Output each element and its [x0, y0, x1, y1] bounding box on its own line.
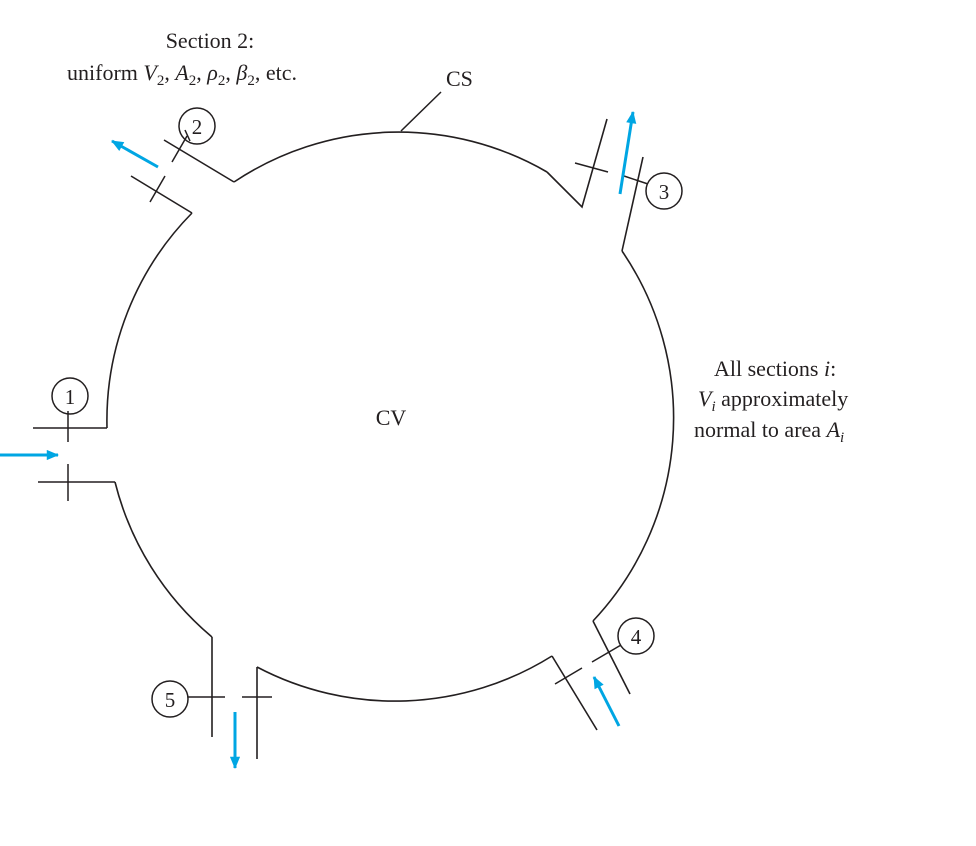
- port-3-right-wall: [621, 156, 644, 252]
- section-2-mark-lower: [149, 175, 166, 203]
- port-4-left-wall: [551, 655, 598, 731]
- section-2-properties: uniform V2, A2, ρ2, β2, etc.: [67, 60, 297, 89]
- flow-arrow-section-2: [111, 139, 159, 169]
- section-2-leader: [184, 129, 191, 142]
- section-3-circle: [645, 172, 683, 210]
- section-1-circle: [51, 377, 89, 415]
- cs-leader-line: [400, 91, 442, 132]
- all-sections-title: All sections i:: [714, 356, 836, 381]
- cs-arc-3-to-4: [592, 250, 675, 622]
- port-2-lower-wall: [130, 175, 193, 214]
- section-1-number: 1: [65, 385, 76, 409]
- section-2-number: 2: [192, 115, 203, 139]
- cs-arc-4-to-5: [256, 655, 553, 702]
- section-4-mark-left: [554, 667, 583, 685]
- section-4-mark-right: [591, 644, 622, 663]
- port-2-upper-wall: [163, 139, 235, 183]
- cs-arc-5-to-1: [114, 481, 213, 638]
- section-4-circle: [617, 617, 655, 655]
- cv-label: CV: [376, 405, 407, 430]
- port-3-left-wall: [546, 118, 608, 209]
- flow-arrow-section-3: [618, 110, 637, 195]
- control-surface: [33, 118, 675, 759]
- section-2-circle: [178, 107, 216, 145]
- section-2-mark-upper: [171, 135, 188, 163]
- section-4-number: 4: [631, 625, 642, 649]
- section-callouts: 1 2 3 4 5: [51, 107, 683, 718]
- flow-arrow-section-4: [592, 676, 621, 727]
- section-3-mark-right: [623, 175, 649, 185]
- all-sections-area-line: normal to area Ai: [694, 417, 844, 446]
- all-sections-velocity-line: Vi approximately: [698, 386, 848, 415]
- section-3-mark-left: [574, 162, 609, 173]
- section-5-circle: [151, 680, 189, 718]
- cs-arc-2-to-3: [233, 131, 548, 183]
- section-3-number: 3: [659, 180, 670, 204]
- section-5-number: 5: [165, 688, 176, 712]
- section-marks: [67, 135, 649, 698]
- port-4-right-wall: [592, 620, 631, 695]
- cs-arc-1-to-2: [106, 212, 193, 429]
- section-2-title: Section 2:: [166, 28, 255, 53]
- flow-arrows: [0, 110, 637, 770]
- cs-label: CS: [446, 66, 473, 91]
